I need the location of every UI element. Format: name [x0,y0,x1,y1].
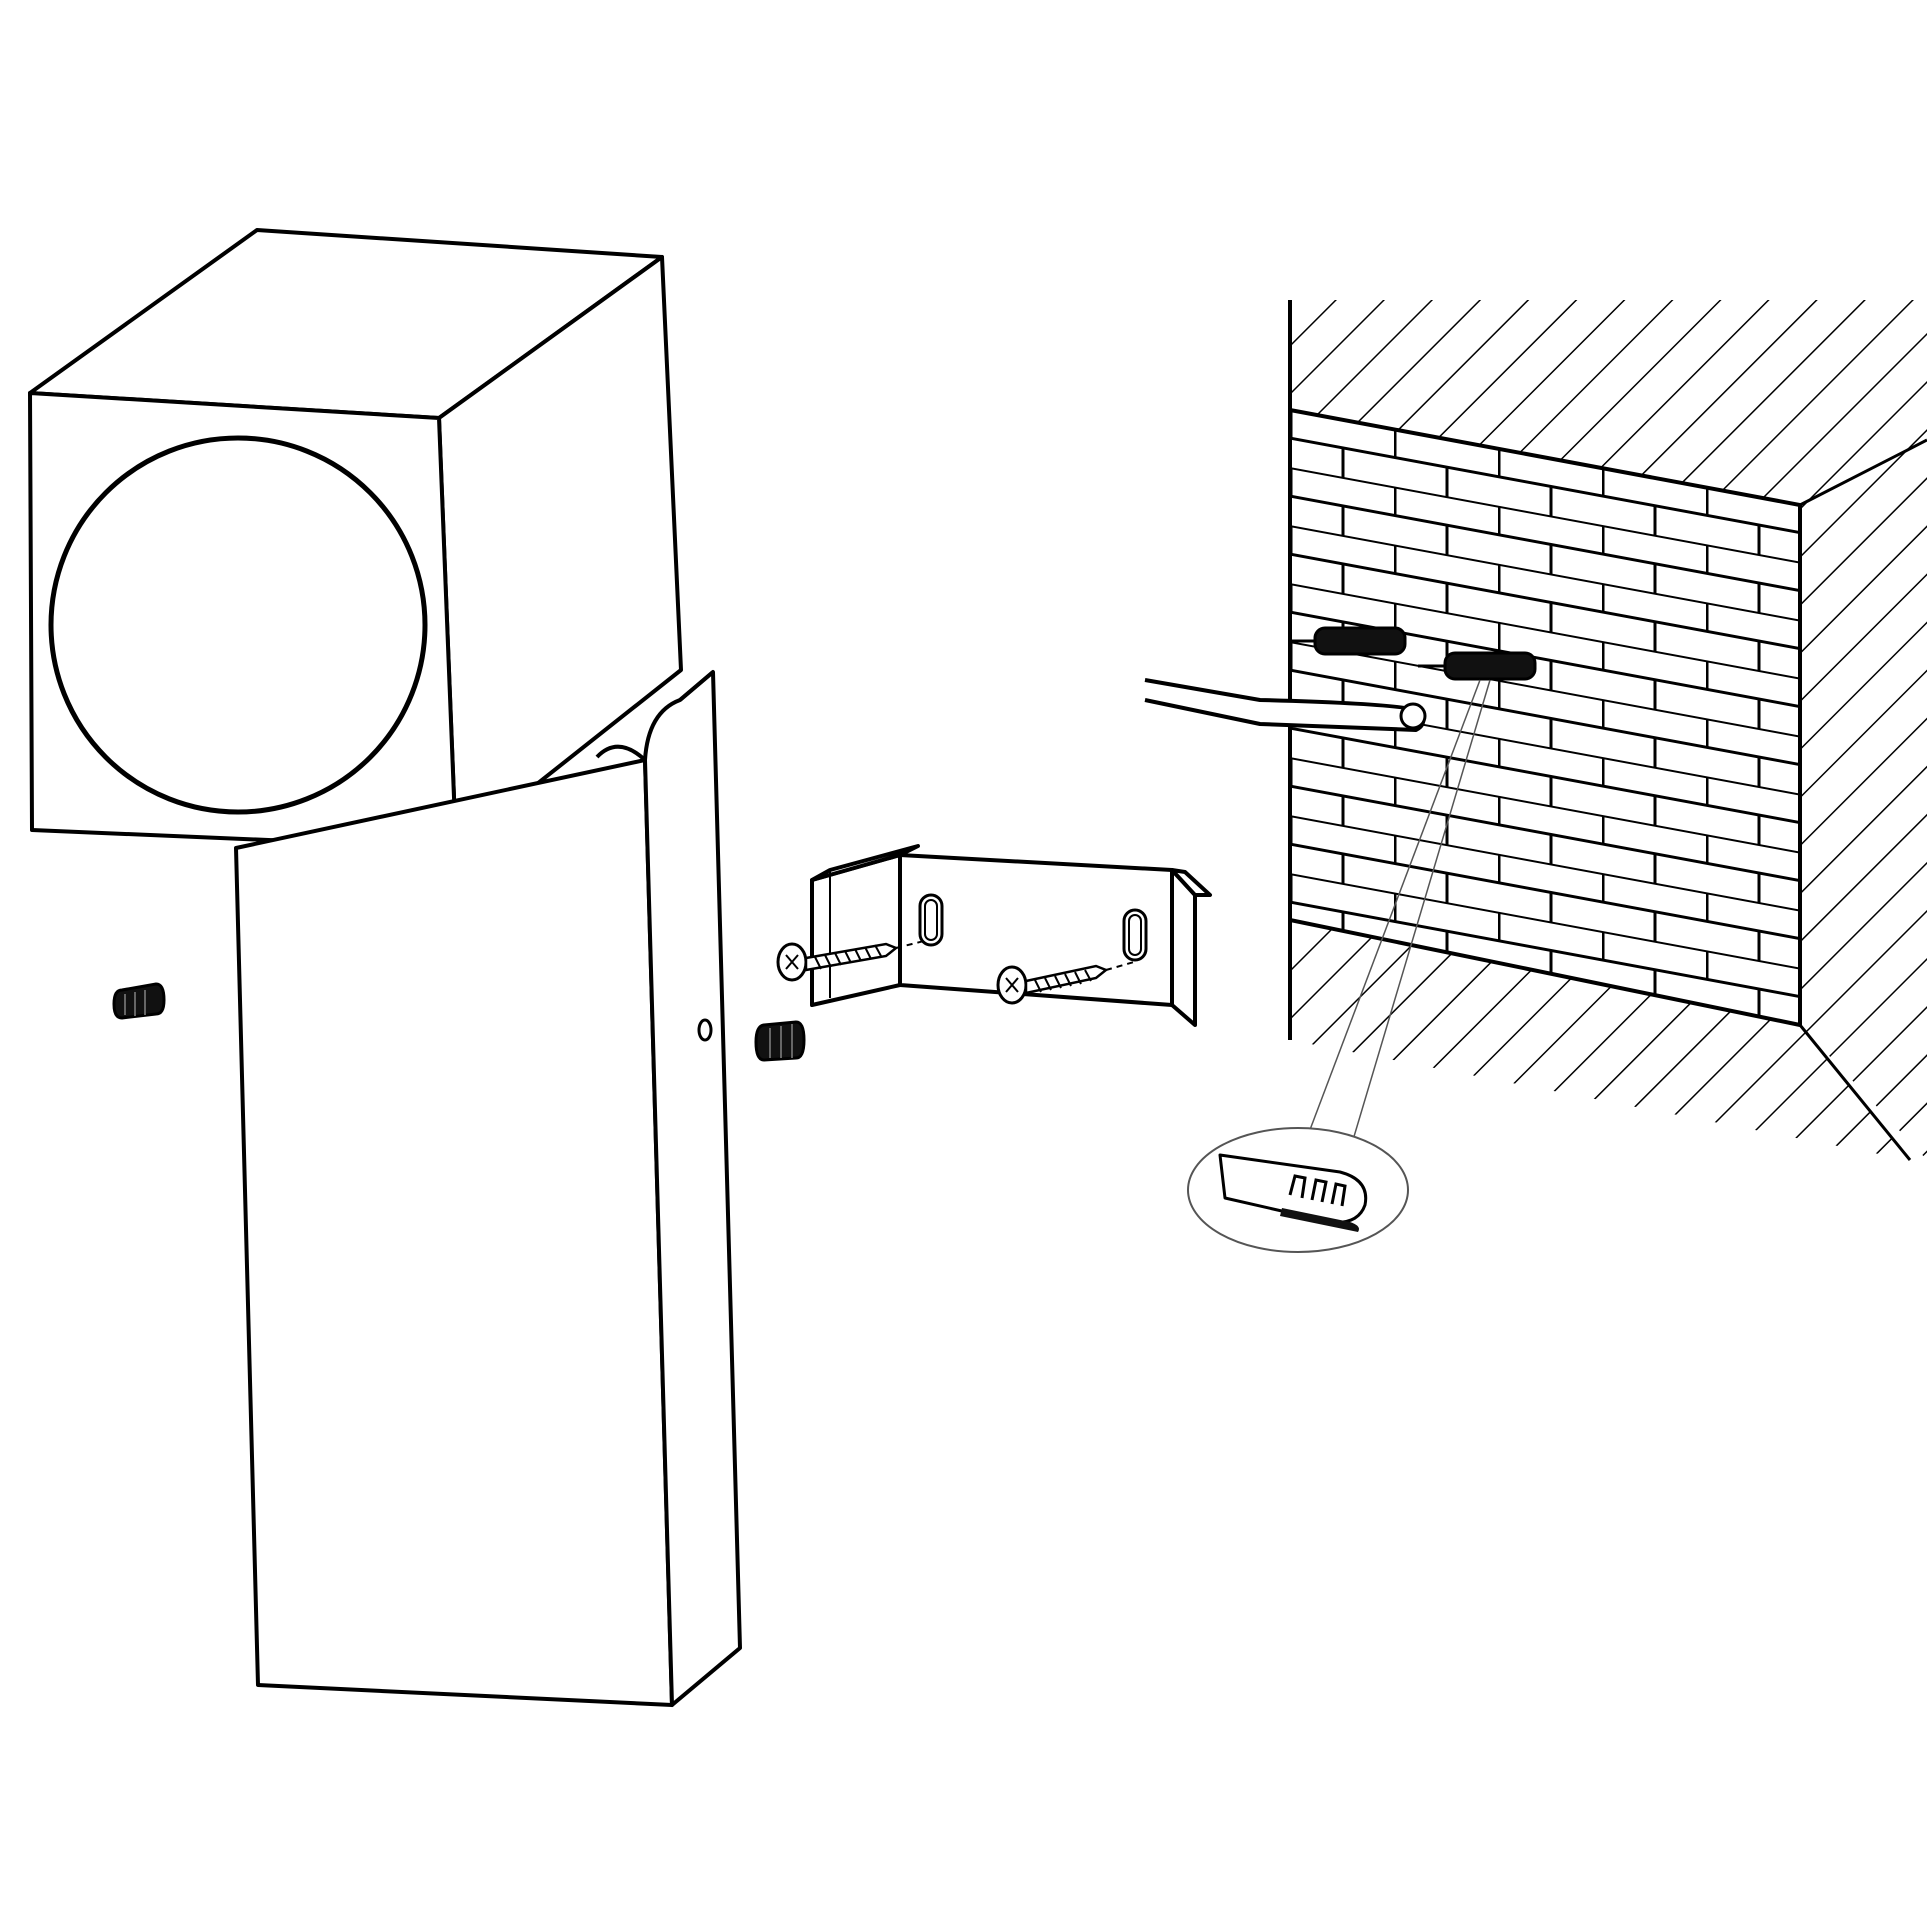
lamp-body [234,670,742,1707]
wall-hatch-right [1800,440,1927,1160]
bracket-slot-right [1122,908,1148,962]
wall-plug-left [1290,626,1407,656]
lamp-lens [48,435,428,815]
wall-hatch-bottom [1290,920,1927,1926]
drill-bit [1144,678,1427,732]
wall-plug-detail [1187,1127,1409,1253]
wall-hatch-lower [1290,920,1910,1160]
lamp-head-front [28,391,458,850]
wood-screw-right [996,961,1135,1005]
wall-hatch-top [1290,300,1927,505]
brick-wall [1288,300,1927,1926]
detail-leader-lines [1307,679,1491,1151]
lamp-head [28,228,683,850]
wood-screw-left [776,939,929,982]
mounting-bracket [810,844,1212,1027]
lamp-body-side [643,670,742,1707]
wall-plug-right [1418,651,1537,681]
lamp-body-screw-hole [697,1018,713,1042]
grub-screw-left [112,982,166,1020]
lamp-body-front [234,758,674,1707]
bracket-slot-left [918,893,944,947]
grub-screw-right [754,1020,806,1062]
